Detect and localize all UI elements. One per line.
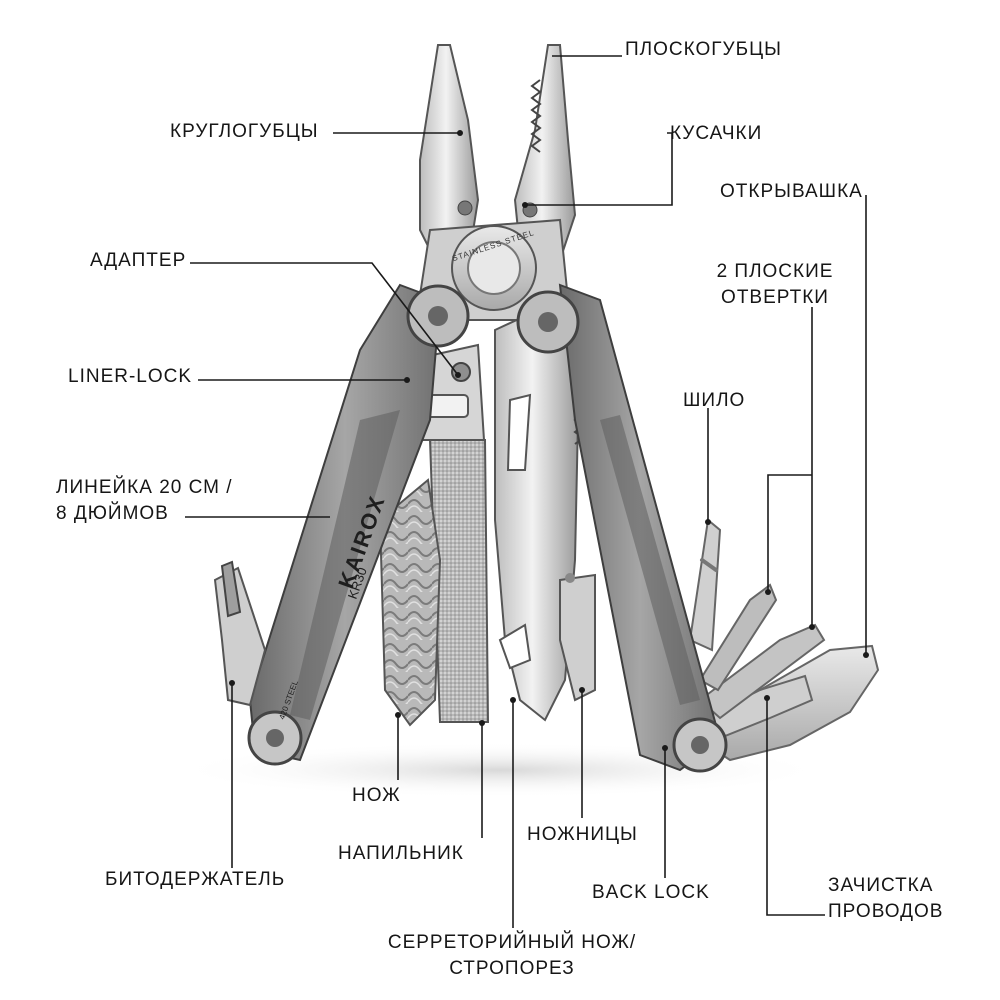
label-liner-lock: LINER-LOCK xyxy=(68,366,193,387)
knife-blade xyxy=(378,478,442,727)
bit-holder xyxy=(213,560,267,707)
leader-otvertki xyxy=(767,307,813,627)
label-otvertki: 2 ПЛОСКИЕ ОТВЕРТКИ xyxy=(705,259,845,311)
label-lineyka-line2: 8 ДЮЙМОВ xyxy=(56,503,169,524)
label-ploskogubtsy: ПЛОСКОГУБЦЫ xyxy=(625,39,782,60)
label-zachistka-line2: ПРОВОДОВ xyxy=(828,901,944,922)
label-back-lock: BACK LOCK xyxy=(592,882,710,903)
label-otvertki-line1: 2 ПЛОСКИЕ xyxy=(716,261,834,282)
leader-adapter xyxy=(190,262,459,376)
label-otkryvashka: ОТКРЫВАШКА xyxy=(720,181,863,202)
screwdriver-small xyxy=(698,583,778,692)
label-lineyka-line1: ЛИНЕЙКА 20 СМ / xyxy=(56,477,233,498)
label-lineyka: ЛИНЕЙКА 20 СМ / 8 ДЮЙМОВ xyxy=(56,475,276,527)
pliers-head: STAINLESS STEEL xyxy=(418,44,577,321)
label-bitoderzhatel: БИТОДЕРЖАТЕЛЬ xyxy=(105,869,286,890)
scissors-blade xyxy=(559,573,596,702)
label-krugloguby: КРУГЛОГУБЦЫ xyxy=(170,121,319,142)
right-tool-fan xyxy=(688,518,880,762)
leader-dots xyxy=(229,130,869,751)
label-serreytorny-line2: СТРОПОРЕЗ xyxy=(449,958,575,979)
label-nozhnitsy: НОЖНИЦЫ xyxy=(527,824,638,845)
screwdriver-large xyxy=(698,623,826,720)
label-kusachki: КУСАЧКИ xyxy=(670,123,763,144)
left-handle: KAIROX KR30 420 STEEL xyxy=(247,283,470,766)
awl-blade xyxy=(688,518,722,652)
label-napilnik: НАПИЛЬНИК xyxy=(338,843,464,864)
label-nozh: НОЖ xyxy=(352,785,401,806)
right-handle xyxy=(516,283,728,773)
label-otvertki-line2: ОТВЕРТКИ xyxy=(721,287,829,308)
label-shilo: ШИЛО xyxy=(683,390,746,411)
label-serreytorny: СЕРРЕТОРИЙНЫЙ НОЖ/ СТРОПОРЕЗ xyxy=(352,930,672,982)
label-zachistka-line1: ЗАЧИСТКА xyxy=(828,875,934,896)
label-zachistka: ЗАЧИСТКА ПРОВОДОВ xyxy=(828,873,978,925)
leader-zachistka xyxy=(766,698,825,916)
label-adapter: АДАПТЕР xyxy=(90,250,187,271)
label-serreytorny-line1: СЕРРЕТОРИЙНЫЙ НОЖ/ xyxy=(387,932,637,953)
leader-lines xyxy=(185,55,867,928)
leader-kusachki xyxy=(525,132,673,206)
